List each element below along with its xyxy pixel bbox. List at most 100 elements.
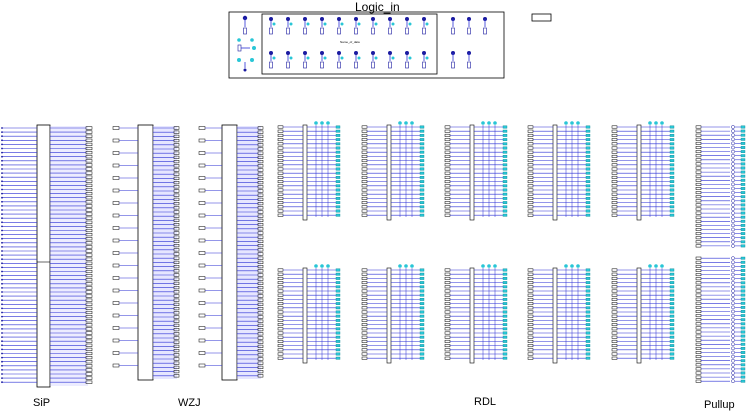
rdl-right-port [585, 323, 591, 326]
rdl-right-port [502, 138, 508, 141]
rdl-right-port [335, 352, 341, 356]
rdl-left-port [277, 163, 284, 167]
rdl-left-port [361, 302, 368, 306]
rdl-right-port [419, 281, 425, 284]
rdl-right-port [502, 285, 508, 289]
logic-in-port [354, 61, 358, 69]
pullup-resistor [731, 178, 735, 183]
rdl-right-port [585, 213, 591, 217]
rdl-left-port [277, 133, 284, 137]
wzj-block[interactable] [112, 124, 264, 381]
rdl-right-port [419, 129, 425, 133]
rdl-left-port [277, 356, 284, 360]
rdl-right-port [419, 298, 425, 301]
sip-port [85, 339, 93, 343]
pullup-right-port [740, 297, 746, 301]
logic-in-pin [243, 68, 247, 72]
sip-port [85, 294, 93, 298]
logic-in-port [405, 27, 409, 35]
rdl-left-port [527, 138, 534, 142]
sip-block[interactable] [1, 124, 93, 388]
rdl-right-port [502, 129, 508, 133]
pullup-left-port [695, 158, 702, 162]
rdl-net-dot [410, 121, 414, 125]
wzj-port [173, 340, 180, 344]
wzj-port [173, 210, 180, 214]
rdl-right-port [419, 167, 425, 171]
wzj-port [173, 218, 180, 222]
rdl-right-port [419, 180, 425, 183]
pullup-right-port [740, 125, 746, 129]
pullup-resistor [731, 170, 735, 174]
rdl-block[interactable] [277, 121, 675, 364]
sip-port [85, 212, 93, 216]
pullup-resistor [731, 174, 735, 179]
pullup-left-port [695, 351, 702, 354]
rdl-right-port [669, 293, 675, 297]
sip-port [85, 192, 93, 196]
sip-port [85, 380, 93, 384]
sip-left-pin [1, 168, 3, 170]
pullup-resistor [731, 301, 735, 306]
rdl-left-port [277, 154, 284, 158]
rdl-right-port [669, 356, 675, 360]
pullup-resistor [731, 342, 735, 347]
pullup-block[interactable] [695, 125, 746, 384]
rdl-right-port [669, 344, 675, 347]
rdl-right-port [669, 129, 675, 133]
wzj-left-port [198, 213, 206, 218]
wzj-left-port [112, 251, 120, 255]
rdl-right-port [335, 205, 341, 209]
rdl-left-port [361, 180, 368, 184]
logic-in-port [237, 44, 242, 52]
rdl-net-dot [654, 264, 658, 268]
rdl-left-port [611, 348, 618, 352]
wzj-left-port [112, 363, 120, 368]
logic-in-title: Logic_in [355, 0, 400, 14]
rdl-right-port [669, 277, 675, 280]
pullup-right-port [740, 285, 746, 289]
rdl-left-port [611, 293, 618, 297]
rdl-left-port [611, 306, 618, 310]
sip-left-pin [1, 356, 3, 359]
rdl-right-port [585, 331, 591, 335]
pullup-left-port [695, 236, 702, 240]
wzj-left-port [112, 138, 120, 143]
rdl-right-port [585, 205, 591, 209]
logic-in-net-dot [340, 22, 344, 26]
rdl-right-port [585, 184, 591, 188]
rdl-right-port [585, 133, 591, 137]
wzj-port [173, 307, 180, 311]
rdl-right-port [585, 125, 591, 129]
wzj-left-port [112, 351, 120, 355]
pullup-right-port [740, 174, 746, 178]
wzj-port [257, 374, 264, 378]
rdl-left-port [277, 146, 284, 150]
pullup-left-port [695, 359, 702, 363]
rdl-right-port [585, 150, 591, 154]
wzj-port [257, 214, 264, 218]
logic-in-port [371, 61, 375, 69]
pullup-left-port [695, 363, 702, 367]
rdl-right-port [419, 184, 425, 188]
rdl-left-port [444, 314, 451, 318]
sip-port [85, 364, 93, 368]
rdl-right-port [502, 205, 508, 209]
rdl-right-port [419, 356, 425, 360]
pullup-right-port [740, 170, 746, 174]
rdl-right-port [419, 201, 425, 204]
logic-in-block[interactable] [228, 11, 552, 79]
pullup-right-port [740, 301, 746, 305]
pullup-resistor [731, 350, 735, 355]
logic-in-pin [269, 17, 273, 21]
rdl-left-port [361, 268, 368, 272]
sip-left-pin [1, 196, 3, 199]
rdl-left-port [277, 339, 284, 343]
rdl-left-port [361, 188, 368, 192]
rdl-right-port [669, 125, 675, 129]
rdl-right-port [419, 348, 425, 352]
sip-left-pin [1, 323, 3, 326]
rdl-left-port [527, 335, 534, 339]
logic-in-pin [371, 51, 375, 55]
